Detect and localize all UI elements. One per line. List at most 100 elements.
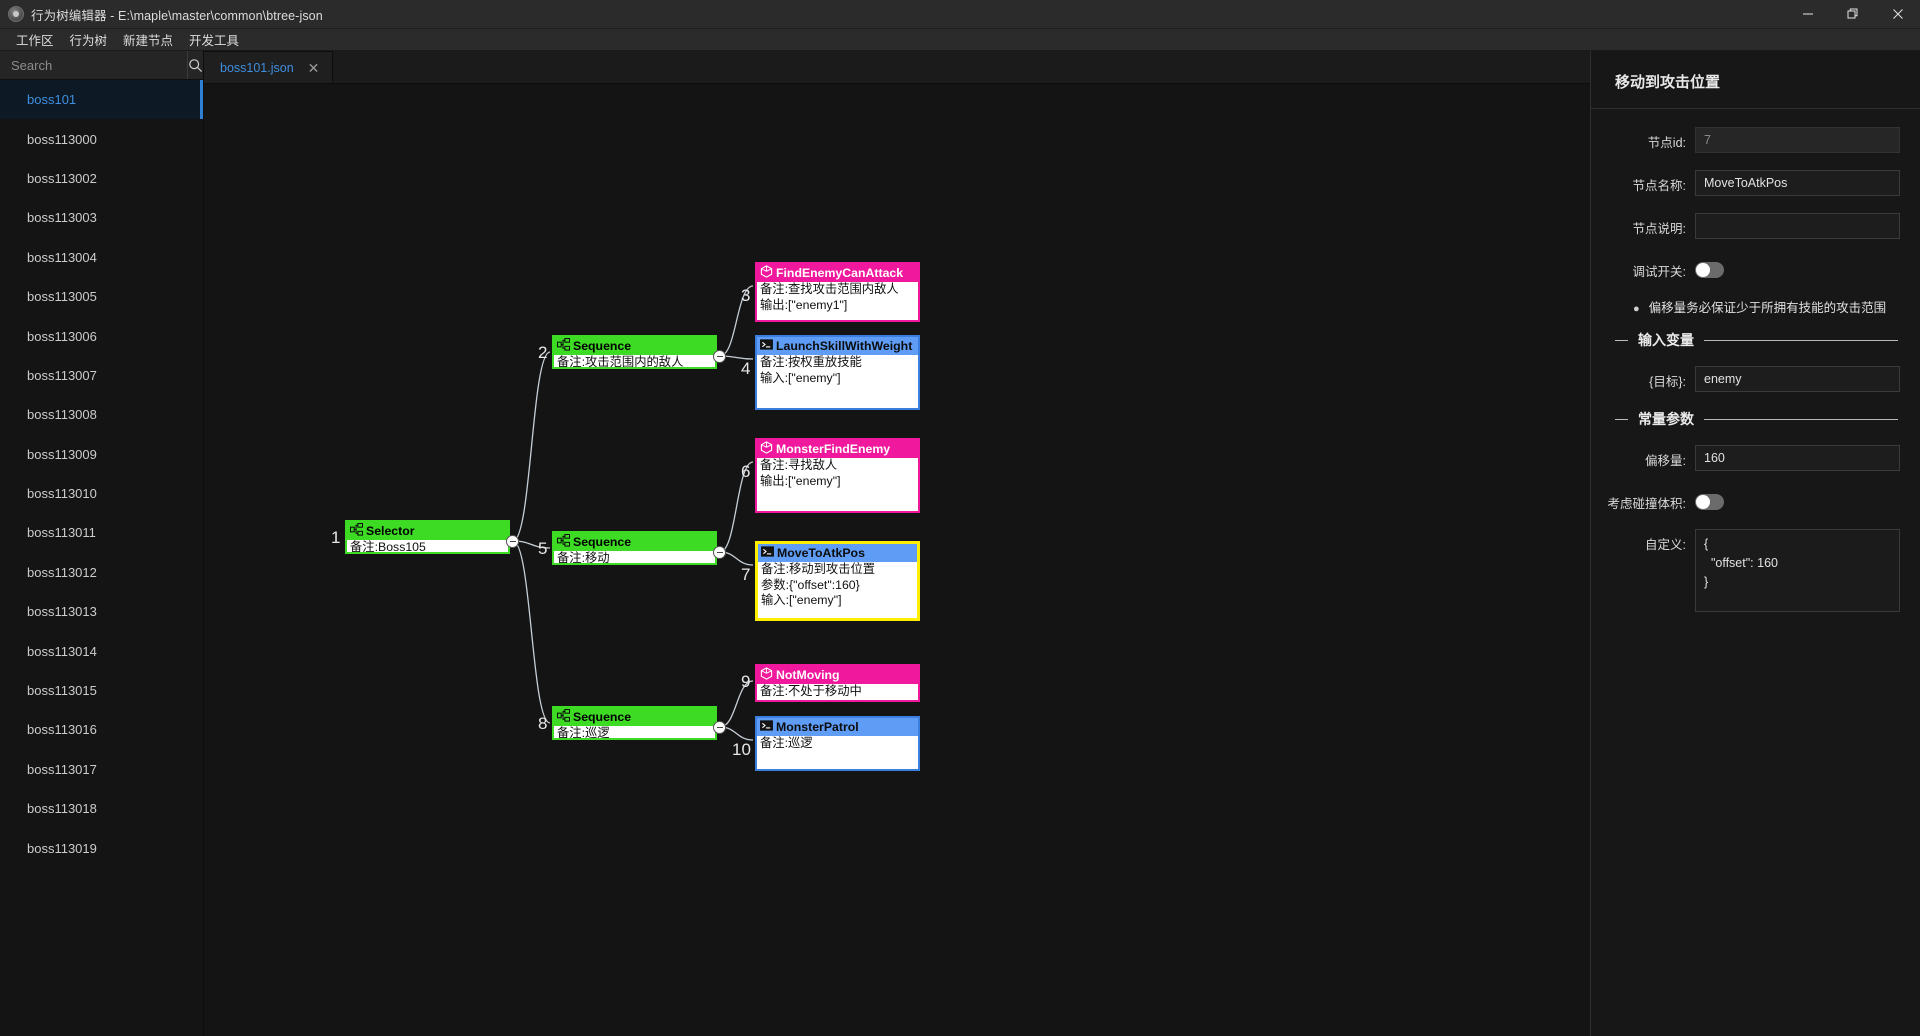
node-title: FindEnemyCanAttack — [757, 264, 918, 282]
menu-item-2[interactable]: 行为树 — [69, 34, 108, 48]
menu-item-4[interactable]: 开发工具 — [189, 34, 240, 48]
panel-body: 节点id:节点名称:节点说明:调试开关:●偏移量务必保证少于所拥有技能的攻击范围… — [1591, 109, 1920, 639]
node-body: 备注:查找攻击范围内敌人输出:["enemy1"] — [757, 282, 918, 315]
toggle-knob — [1696, 263, 1710, 277]
file-list-item[interactable]: boss113006 — [27, 328, 97, 344]
collapse-dash-icon[interactable] — [1615, 339, 1628, 341]
collapse-dash-icon[interactable] — [1615, 418, 1628, 420]
node-title: MoveToAtkPos — [758, 544, 917, 562]
node-index-label: 10 — [732, 740, 751, 759]
node-collapse-port[interactable] — [713, 350, 726, 363]
editor-tab[interactable]: boss101.json✕ — [204, 51, 334, 83]
title-bar: 行为树编辑器 - E:\maple\master\common\btree-js… — [0, 0, 1920, 29]
node-body: 备注:按权重放技能输入:["enemy"] — [757, 355, 918, 388]
close-window-button[interactable] — [1875, 0, 1920, 29]
panel-title: 移动到攻击位置 — [1591, 51, 1920, 109]
search-input[interactable] — [0, 51, 187, 79]
file-list-item[interactable]: boss113004 — [27, 249, 97, 265]
menu-item-3[interactable]: 新建节点 — [123, 34, 174, 48]
file-list-item[interactable]: boss113012 — [27, 564, 97, 580]
node-index-label: 3 — [741, 286, 751, 305]
file-list-item[interactable]: boss113016 — [27, 722, 97, 738]
node-body: 备注:移动到攻击位置参数:{"offset":160}输入:["enemy"] — [758, 562, 917, 611]
node-collapse-port[interactable] — [713, 546, 726, 559]
tree-node-launchskillwithweight[interactable]: LaunchSkillWithWeight 备注:按权重放技能输入:["enemy… — [755, 335, 920, 410]
node-title-label: LaunchSkillWithWeight — [776, 339, 913, 353]
target-variable-field[interactable] — [1695, 366, 1900, 392]
app-logo-icon — [8, 6, 24, 22]
node-index-label: 2 — [538, 343, 548, 362]
window-controls — [1785, 0, 1920, 29]
menu-bar: 工作区 行为树 新建节点 开发工具 — [0, 29, 1920, 51]
file-list-item[interactable]: boss113003 — [27, 210, 97, 226]
tree-node-findenemycanattack[interactable]: FindEnemyCanAttack 备注:查找攻击范围内敌人输出:["enemy… — [755, 262, 920, 322]
sidebar: boss101 boss113000 boss113002 boss113003 bos… — [0, 51, 204, 1036]
node-title: LaunchSkillWithWeight — [757, 337, 918, 355]
behaviour-tree-file-list[interactable]: boss101 boss113000 boss113002 boss113003 bos… — [0, 80, 203, 1036]
node-collapse-port[interactable] — [506, 535, 519, 548]
file-list-item[interactable]: boss113017 — [27, 761, 97, 777]
node-detail-line: 输出:["enemy1"] — [760, 297, 848, 312]
file-list-item[interactable]: boss113007 — [27, 367, 97, 383]
file-list-item[interactable]: boss113005 — [27, 289, 97, 305]
file-list-item[interactable]: boss113009 — [27, 446, 97, 462]
file-list-item[interactable]: boss113011 — [27, 525, 96, 541]
node-id-field — [1695, 127, 1900, 153]
field-row: 调试开关: — [1591, 256, 1900, 280]
file-list-item[interactable]: boss113019 — [27, 840, 97, 856]
node-collapse-port[interactable] — [713, 721, 726, 734]
node-detail-line: 输入:["enemy"] — [761, 593, 842, 608]
node-title: Selector — [347, 522, 508, 540]
node-detail-line: 备注:攻击范围内的敌人 — [557, 355, 684, 369]
file-list-item[interactable]: boss113008 — [27, 407, 97, 423]
custom-json-textarea[interactable]: { "offset": 160 } — [1695, 529, 1900, 612]
field-label: 节点名称: — [1632, 179, 1686, 193]
composite-icon — [350, 523, 363, 539]
section-title: 输入变量 — [1638, 332, 1694, 348]
node-detail-line: 备注:巡逻 — [760, 736, 813, 750]
panel-note: ●偏移量务必保证少于所拥有技能的攻击范围 — [1591, 297, 1900, 316]
field-label: 节点id: — [1647, 136, 1686, 150]
section-header[interactable]: 输入变量 — [1591, 330, 1900, 350]
file-list-item[interactable]: boss113014 — [27, 643, 97, 659]
section-header[interactable]: 常量参数 — [1591, 409, 1900, 429]
file-list-item[interactable]: boss113000 — [27, 131, 97, 147]
debug-switch-toggle[interactable] — [1695, 262, 1724, 278]
close-icon[interactable]: ✕ — [307, 59, 320, 76]
node-desc-field[interactable] — [1695, 213, 1900, 239]
node-detail-line: 备注:巡逻 — [557, 726, 610, 740]
tree-node-sequence[interactable]: Sequence 备注:移动 — [552, 531, 717, 565]
node-detail-line: 备注:移动 — [557, 551, 610, 565]
field-label: 考虑碰撞体积: — [1607, 497, 1686, 511]
file-list-item[interactable]: boss113010 — [27, 486, 97, 502]
file-list-item[interactable]: boss113013 — [27, 604, 97, 620]
maximize-restore-button[interactable] — [1830, 0, 1875, 29]
node-name-field[interactable] — [1695, 170, 1900, 196]
node-title-label: FindEnemyCanAttack — [776, 266, 904, 280]
menu-item-1[interactable]: 工作区 — [16, 34, 54, 48]
file-list-item[interactable]: boss113002 — [27, 170, 97, 186]
action-icon — [760, 338, 773, 354]
offset-field[interactable] — [1695, 445, 1900, 471]
file-list-item[interactable]: boss113015 — [27, 683, 97, 699]
search-icon[interactable] — [187, 51, 203, 79]
node-title-label: Sequence — [573, 535, 632, 549]
minimize-button[interactable] — [1785, 0, 1830, 29]
collision-toggle[interactable] — [1695, 494, 1724, 510]
node-index-label: 4 — [741, 359, 751, 378]
section-rule — [1704, 418, 1898, 420]
file-list-item[interactable]: boss113018 — [27, 801, 97, 817]
field-row: 节点名称: — [1591, 170, 1900, 196]
file-list-item[interactable]: boss101 — [0, 80, 203, 120]
section-title: 常量参数 — [1638, 411, 1694, 427]
condition-icon — [760, 441, 773, 457]
node-detail-line: 参数:{"offset":160} — [761, 577, 860, 592]
